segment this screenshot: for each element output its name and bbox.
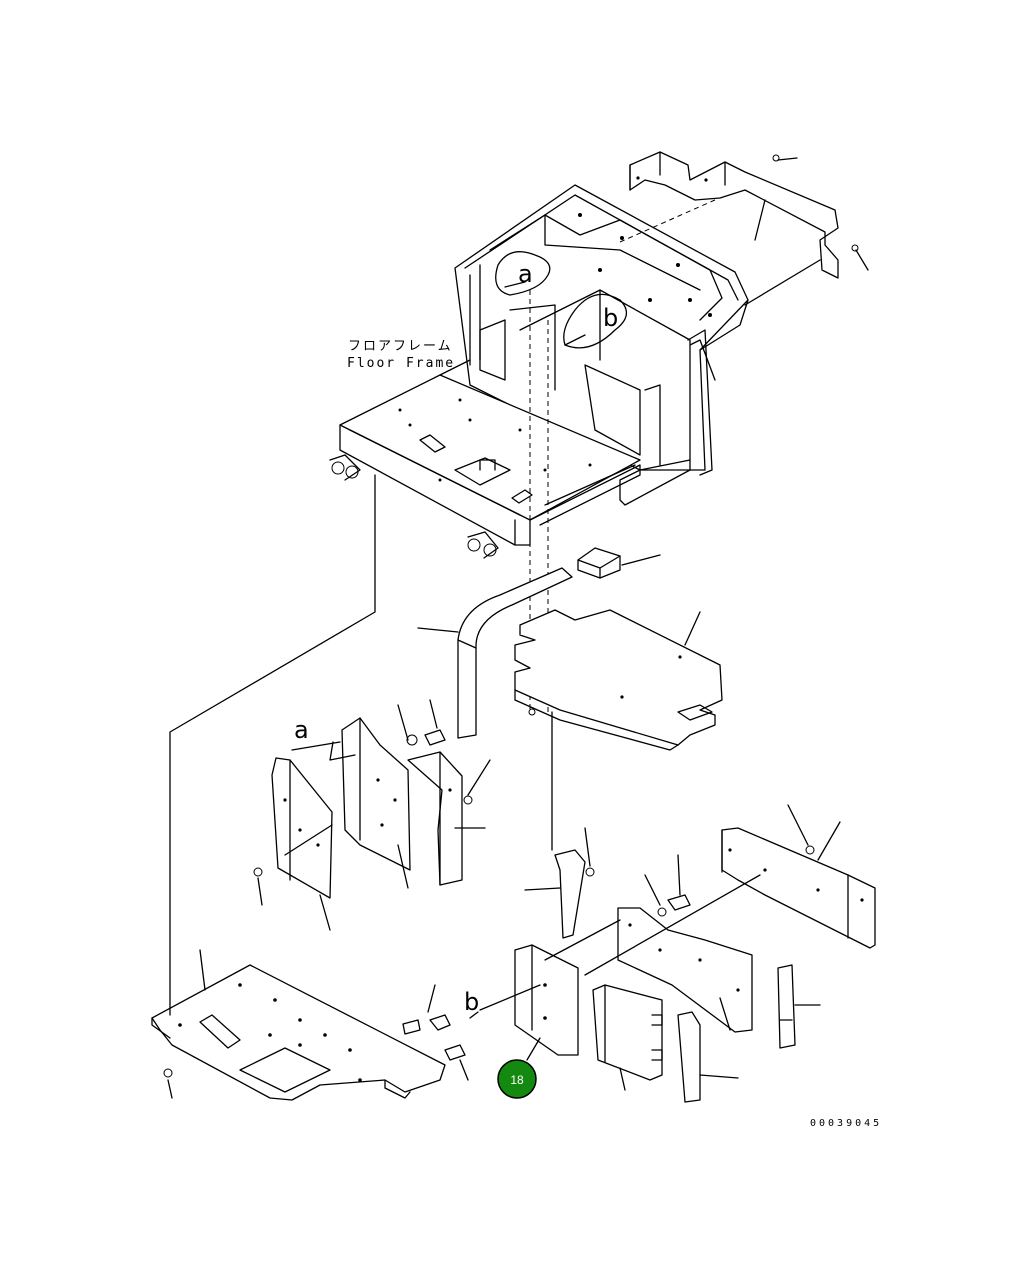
left-panel-assembly: [271, 717, 463, 899]
plate-part: [617, 907, 753, 1033]
view-a-detail-marker: a: [294, 716, 309, 744]
view-b-detail-marker: b: [464, 988, 479, 1016]
floor-frame-label-en: Floor Frame: [347, 356, 455, 371]
callout-number: 18: [510, 1073, 524, 1087]
bottom-floor-plate-part: [151, 964, 446, 1101]
small-bracket-part: [554, 849, 586, 939]
floor-mat-part: [514, 609, 723, 751]
floor-frame-assembly: フロアフレーム Floor Frame a b: [329, 184, 749, 559]
upper-bracket-part: [629, 151, 839, 279]
floor-frame-label-jp: フロアフレーム: [348, 339, 453, 354]
right-panel-assembly: [721, 827, 876, 949]
view-a-marker: a: [518, 260, 533, 288]
callout-badge[interactable]: 18: [497, 1059, 537, 1099]
view-b-marker: b: [603, 304, 618, 332]
bar-part: [677, 1011, 701, 1103]
document-id: 00039045: [810, 1118, 882, 1129]
duct-part: [457, 567, 573, 739]
block-part-b: [514, 944, 579, 1056]
strip-part: [777, 964, 796, 1049]
slotted-plate-part: [592, 984, 663, 1081]
pad-part: [577, 547, 621, 579]
